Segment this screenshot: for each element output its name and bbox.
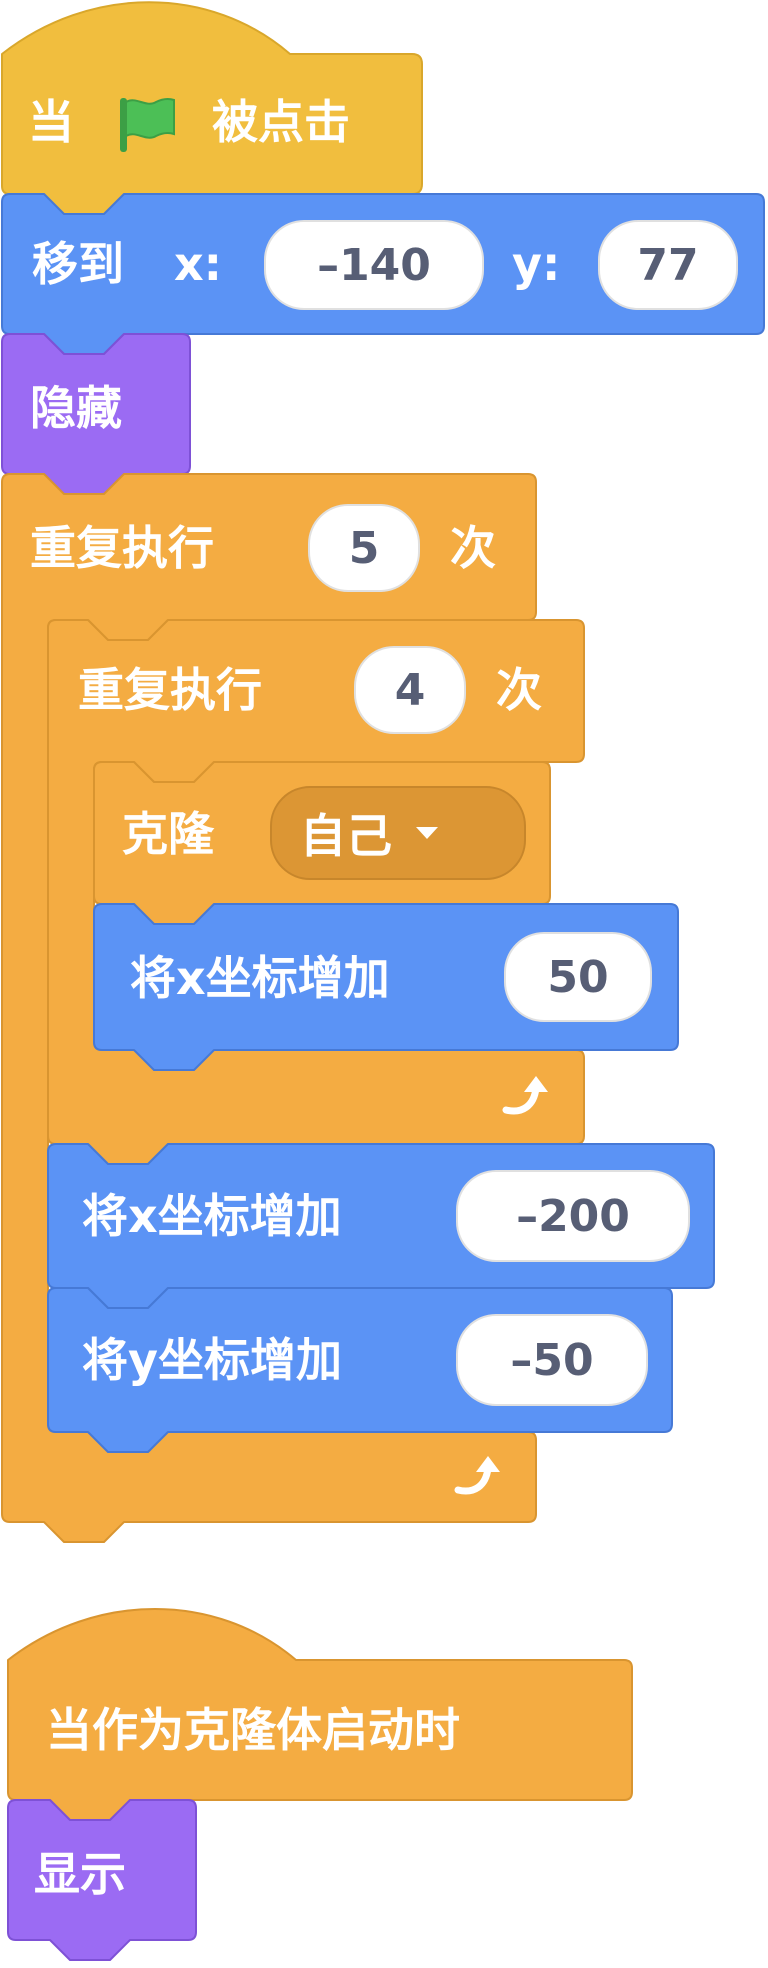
clone-label: 克隆	[122, 807, 214, 861]
change-x-inner-label: 将x坐标增加	[130, 951, 390, 1005]
repeat-outer-times-input[interactable]: 5	[308, 504, 420, 592]
repeat-inner-times-input[interactable]: 4	[354, 646, 466, 734]
repeat-inner-suffix-label: 次	[496, 663, 542, 717]
hide-label: 隐藏	[30, 381, 122, 435]
change-x-outer-label: 将x坐标增加	[82, 1189, 342, 1243]
repeat-inner-label: 重复执行	[78, 663, 262, 717]
loop-arrow-icon	[502, 1076, 548, 1115]
clone-hat-label: 当作为克隆体启动时	[46, 1703, 460, 1757]
goto-y-input[interactable]: 77	[598, 220, 738, 310]
change-y-outer-input[interactable]: –50	[456, 1314, 648, 1406]
goto-label: 移到	[32, 237, 124, 291]
loop-arrow-icon	[454, 1456, 500, 1495]
show-block[interactable]	[7, 1799, 197, 1961]
repeat-outer-suffix-label: 次	[450, 521, 496, 575]
repeat-outer-label: 重复执行	[30, 521, 214, 575]
hat-prefix-label: 当	[28, 95, 74, 149]
change-x-inner-input[interactable]: 50	[504, 932, 652, 1022]
change-x-outer-input[interactable]: –200	[456, 1170, 690, 1262]
goto-y-label: y:	[512, 237, 561, 291]
change-y-outer-label: 将y坐标增加	[82, 1333, 342, 1387]
goto-x-label: x:	[174, 237, 223, 291]
hat-suffix-label: 被点击	[212, 95, 350, 149]
show-label: 显示	[34, 1847, 126, 1901]
goto-x-input[interactable]: –140	[264, 220, 484, 310]
green-flag-icon	[120, 97, 175, 152]
clone-target-dropdown[interactable]: 自己	[270, 786, 526, 880]
clone-target-value: 自己	[300, 809, 392, 863]
caret-down-icon	[416, 827, 438, 839]
